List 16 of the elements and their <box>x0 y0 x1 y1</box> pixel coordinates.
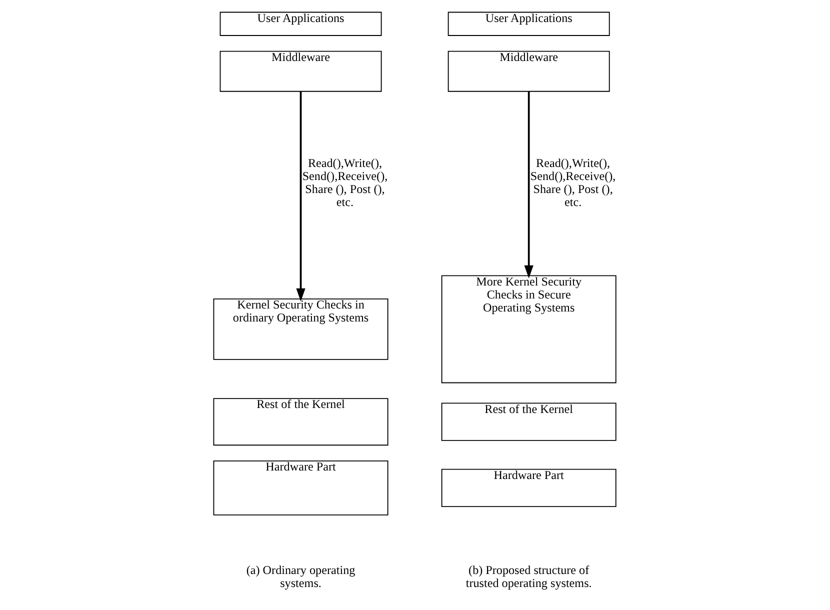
node-box: More Kernel Security Checks in Secure Operating Systems <box>440 275 616 384</box>
label: (a) Ordinary operating systems. <box>246 562 355 590</box>
node-box: Rest of the Kernel <box>440 402 616 441</box>
node-box: Middleware <box>219 50 382 92</box>
node-box: Middleware <box>447 50 610 92</box>
arrow <box>296 91 305 302</box>
node-box: Hardware Part <box>440 468 616 507</box>
node-box: Hardware Part <box>212 460 388 516</box>
node-box: User Applications <box>219 12 382 36</box>
node-box: User Applications <box>447 12 610 36</box>
node-box: Kernel Security Checks in ordinary Operating Systems <box>212 298 388 360</box>
edge-label: Read(),Write(), Send(),Receive(), Share (), Post (), etc. <box>302 156 388 210</box>
label: (b) Proposed structure of trusted operating systems. <box>465 562 592 590</box>
node-box: Rest of the Kernel <box>212 398 388 446</box>
edge-label: Read(),Write(), Send(),Receive(), Share (), Post (), etc. <box>530 156 616 210</box>
arrow <box>524 91 533 278</box>
